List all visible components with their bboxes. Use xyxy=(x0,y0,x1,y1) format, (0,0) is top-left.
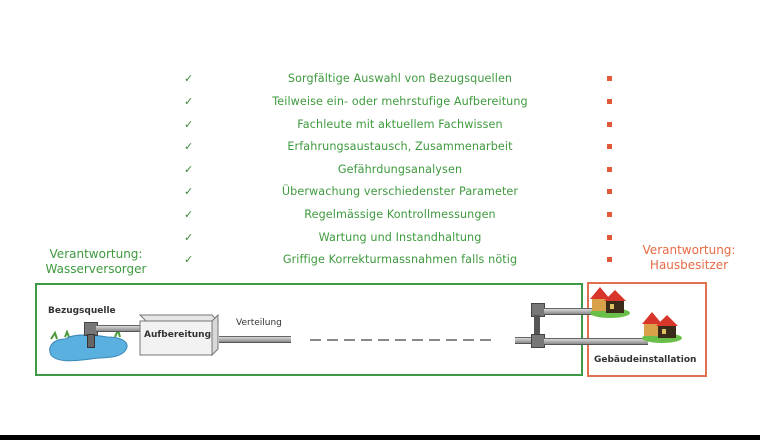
checklist-row: ✓ Wartung und Instandhaltung xyxy=(0,228,760,248)
check-icon: ✓ xyxy=(184,208,194,221)
checklist-row: ✓ Teilweise ein- oder mehrstufige Aufber… xyxy=(0,92,760,112)
source-pipe xyxy=(96,325,142,332)
treatment-label: Aufbereitung xyxy=(144,330,212,340)
source-label: Bezugsquelle xyxy=(48,306,116,316)
checklist-item: Regelmässige Kontrollmessungen xyxy=(304,208,496,221)
responsibility-supplier-label: Verantwortung: Wasserversorger xyxy=(36,247,156,277)
check-icon: ✓ xyxy=(184,72,194,85)
owner-frame xyxy=(587,282,707,377)
responsibility-party: Wasserversorger xyxy=(45,262,147,276)
checklist-item: Fachleute mit aktuellem Fachwissen xyxy=(297,118,503,131)
responsibility-owner-label: Verantwortung: Hausbesitzer xyxy=(630,243,748,273)
bottom-border xyxy=(0,435,760,440)
red-marker-icon xyxy=(607,76,612,81)
responsibility-title: Verantwortung: xyxy=(642,243,736,257)
check-icon: ✓ xyxy=(184,118,194,131)
red-marker-icon xyxy=(607,144,612,149)
building-installation-label: Gebäudeinstallation xyxy=(594,355,697,365)
responsibility-title: Verantwortung: xyxy=(49,247,143,261)
house-icon xyxy=(590,287,630,318)
responsibility-party: Hausbesitzer xyxy=(649,258,729,272)
distribution-label: Verteilung xyxy=(236,318,282,328)
check-icon: ✓ xyxy=(184,140,194,153)
red-marker-icon xyxy=(607,189,612,194)
distribution-pipe xyxy=(219,336,291,343)
checklist-row: ✓ Überwachung verschiedenster Parameter xyxy=(0,182,760,202)
incoming-pipe xyxy=(515,337,535,344)
supplier-frame xyxy=(35,283,583,376)
red-marker-icon xyxy=(607,167,612,172)
checklist-row: ✓ Sorgfältige Auswahl von Bezugsquellen xyxy=(0,69,760,89)
checklist-item: Überwachung verschiedenster Parameter xyxy=(281,185,519,198)
house-pipe-2 xyxy=(544,338,648,345)
check-icon: ✓ xyxy=(184,163,194,176)
junction-bottom xyxy=(531,334,545,348)
red-marker-icon xyxy=(607,257,612,262)
checklist-item: Erfahrungsaustausch, Zusammenarbeit xyxy=(287,140,513,153)
red-marker-icon xyxy=(607,122,612,127)
check-icon: ✓ xyxy=(184,185,194,198)
checklist-item: Griffige Korrekturmassnahmen falls nötig xyxy=(282,253,518,266)
checklist-row: ✓ Gefährdungsanalysen xyxy=(0,160,760,180)
checklist-row: ✓ Griffige Korrekturmassnahmen falls nöt… xyxy=(0,250,760,270)
checklist-row: ✓ Fachleute mit aktuellem Fachwissen xyxy=(0,115,760,135)
junction-riser xyxy=(534,315,540,335)
red-marker-icon xyxy=(607,212,612,217)
checklist-row: ✓ Regelmässige Kontrollmessungen xyxy=(0,205,760,225)
treatment-box-icon xyxy=(138,313,220,357)
checklist-item: Sorgfältige Auswahl von Bezugsquellen xyxy=(287,72,513,85)
checklist-row: ✓ Erfahrungsaustausch, Zusammenarbeit xyxy=(0,137,760,157)
checklist-item: Teilweise ein- oder mehrstufige Aufberei… xyxy=(272,95,528,108)
house-pipe-1 xyxy=(544,308,600,315)
checklist-item: Gefährdungsanalysen xyxy=(337,163,463,176)
check-icon: ✓ xyxy=(184,231,194,244)
red-marker-icon xyxy=(607,235,612,240)
red-marker-icon xyxy=(607,99,612,104)
check-icon: ✓ xyxy=(184,253,194,266)
check-icon: ✓ xyxy=(184,95,194,108)
checklist-item: Wartung und Instandhaltung xyxy=(318,231,482,244)
pump-shaft xyxy=(87,334,95,348)
house-icon xyxy=(642,312,682,343)
